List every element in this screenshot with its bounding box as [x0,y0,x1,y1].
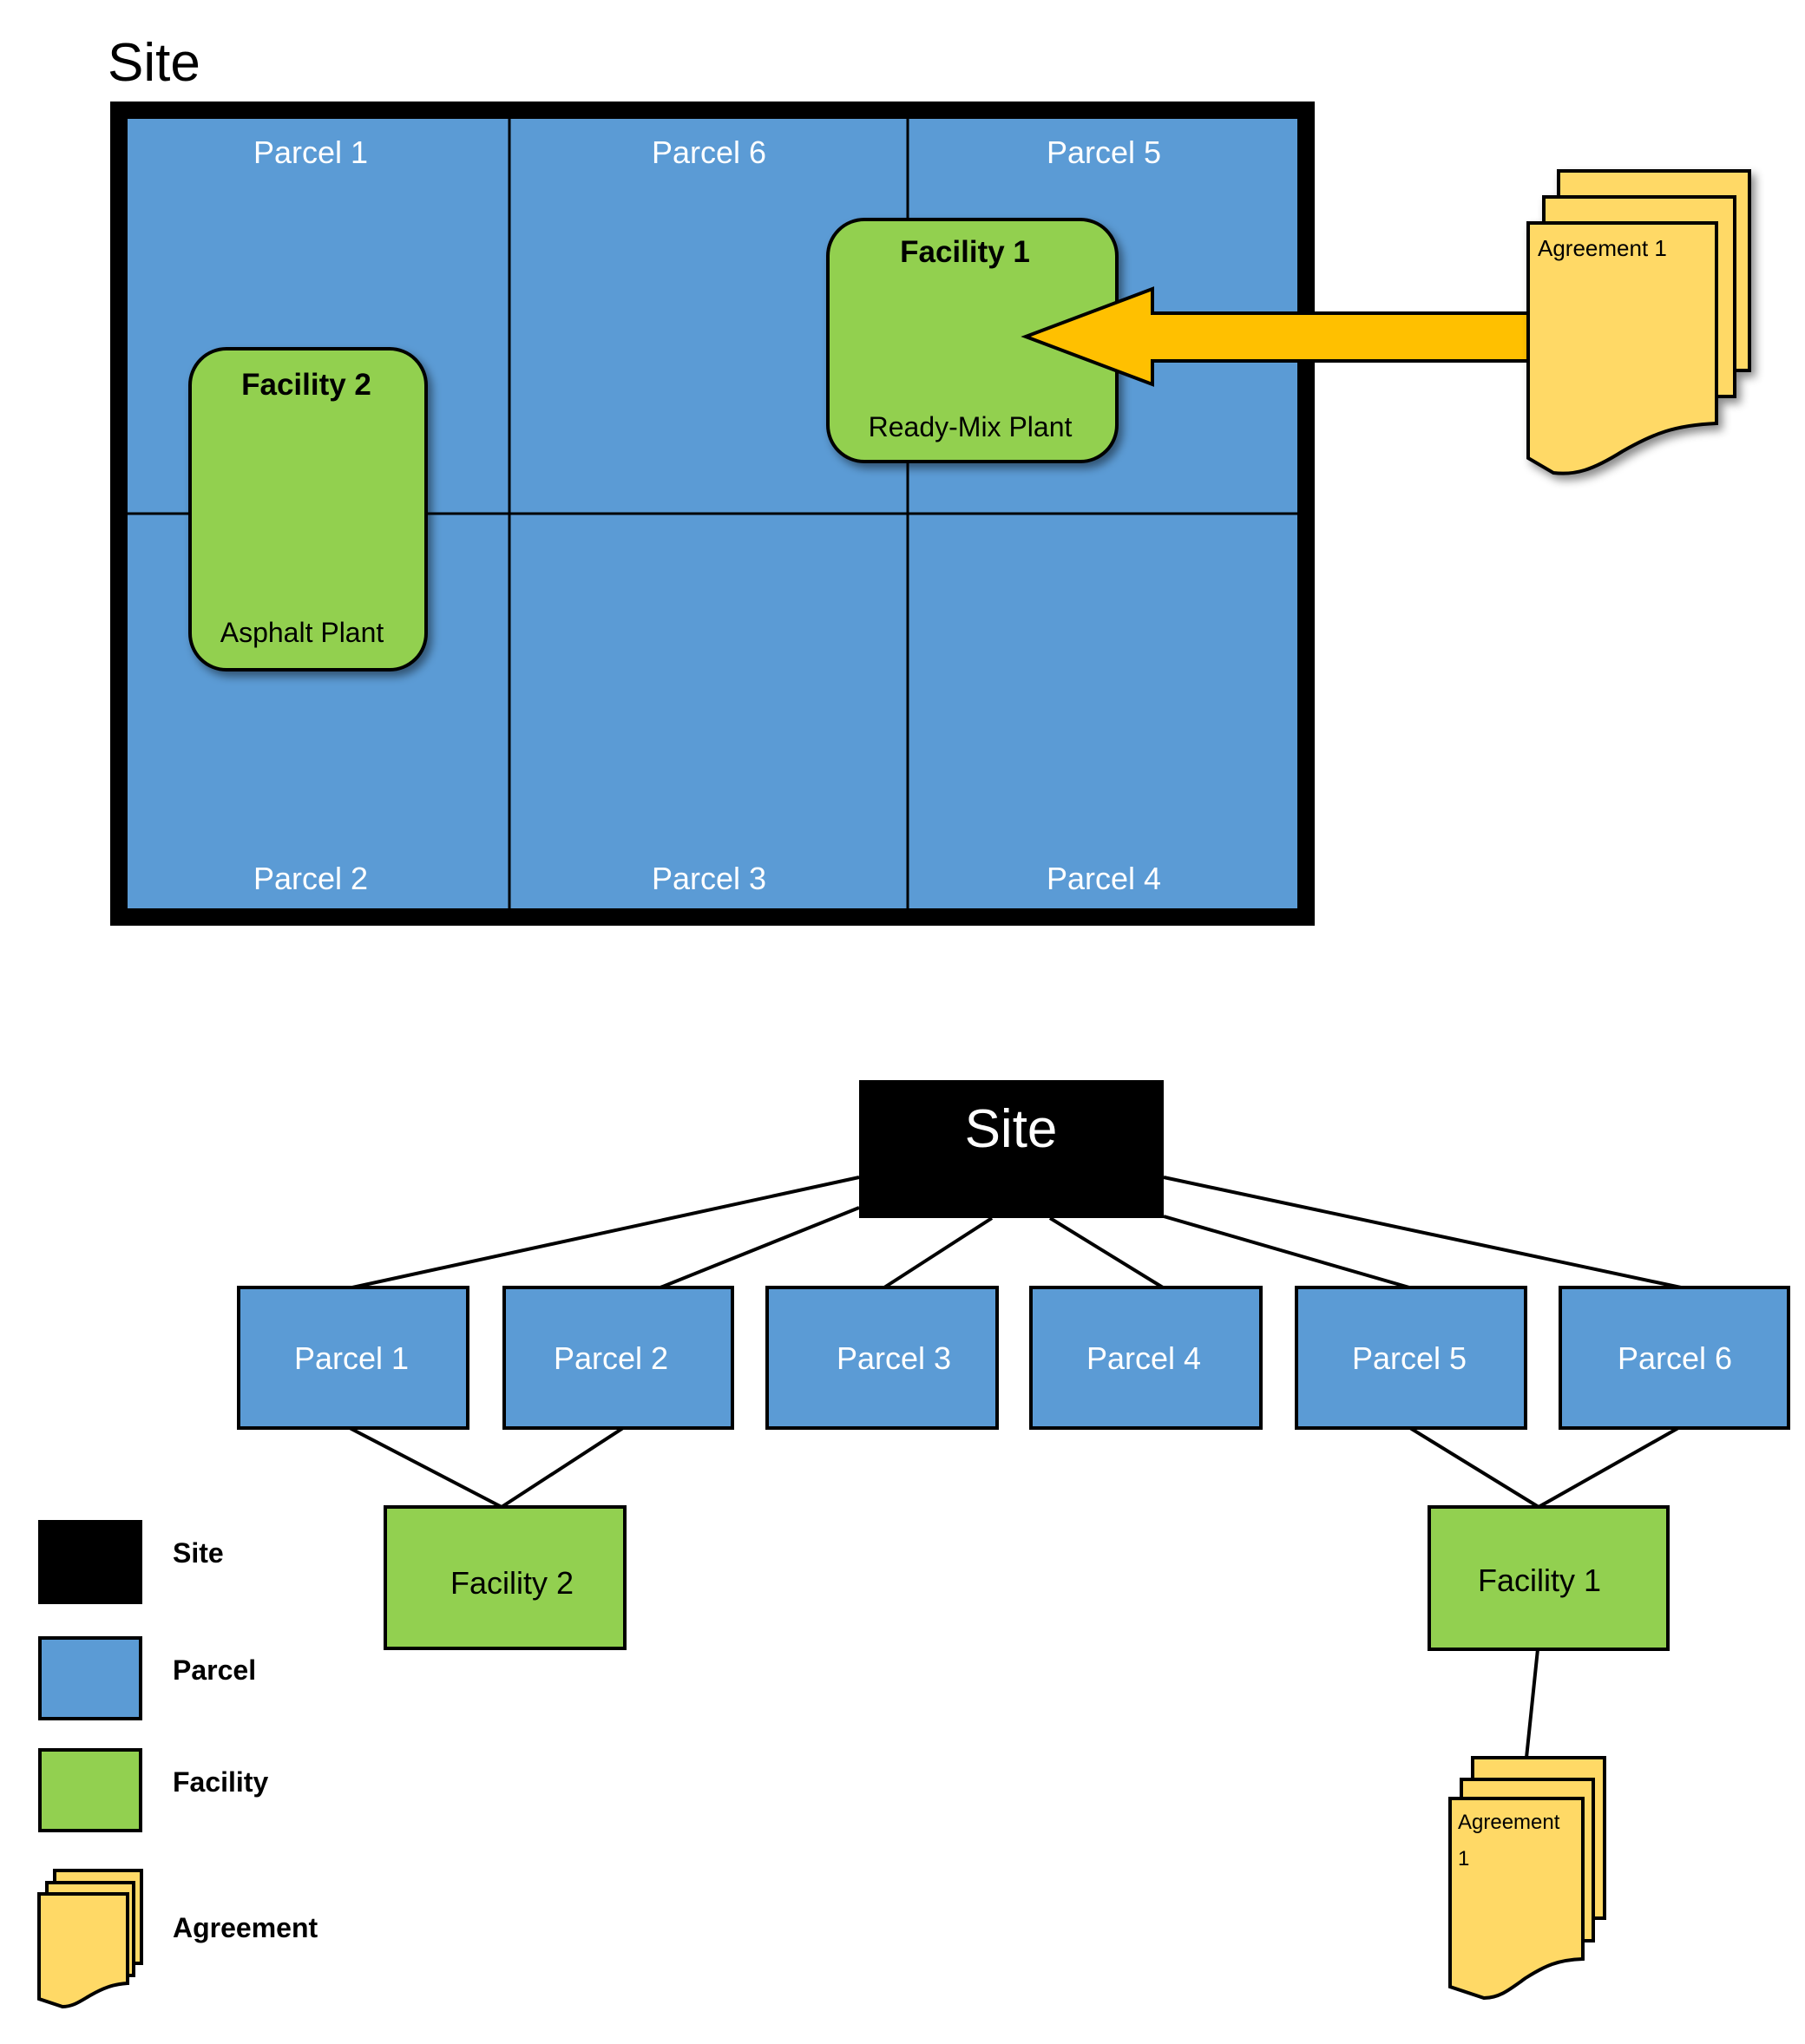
connector-site-parcel-5 [1163,1215,1410,1289]
map-parcel-label: Parcel 4 [1047,861,1161,896]
facility-shape [188,347,428,672]
legend-swatch-parcel [38,1636,142,1720]
hierarchy-facility-1[interactable]: Facility 1 [1428,1505,1670,1651]
legend-swatch-site [38,1520,142,1604]
parcel-node-box [237,1286,469,1430]
connector-parcel-2-facility-2 [500,1426,625,1509]
legend-label-parcel: Parcel [173,1654,256,1686]
connector-site-parcel-6 [1163,1176,1682,1289]
hierarchy-parcel-6[interactable]: Parcel 6 [1559,1286,1790,1430]
legend-label-agreement: Agreement [173,1912,318,1943]
map-agreement-1[interactable]: Agreement 1 [1526,169,1751,475]
legend-swatch-agreement-icon [37,1869,143,2009]
map-parcel-label: Parcel 2 [253,861,368,896]
map-parcel-label: Parcel 1 [253,134,368,170]
facility-type: Ready-Mix Plant [869,411,1073,442]
map-facility-2[interactable]: Facility 2 Asphalt Plant [188,347,428,672]
parcel-node-box [1029,1286,1263,1430]
parcel-node-box [502,1286,734,1430]
parcel-node-box [1559,1286,1790,1430]
facility-node-box [1428,1505,1670,1651]
connector-facility-1-agreement-1 [1525,1648,1539,1759]
agreement-label: Agreement 1 [1538,235,1667,261]
parcel-node-label: Parcel 4 [1086,1340,1201,1376]
legend-label-site: Site [173,1537,224,1569]
parcel-node-box [765,1286,999,1430]
agreement-label-line2: 1 [1458,1847,1469,1870]
legend-swatch-facility [38,1748,142,1832]
facility-node-label: Facility 1 [1478,1562,1601,1598]
facility-type: Asphalt Plant [220,617,384,648]
connector-parcel-1-facility-2 [349,1426,502,1509]
hierarchy-site-node[interactable]: Site [859,1080,1164,1218]
map-parcel-label: Parcel 3 [652,861,766,896]
connector-parcel-6-facility-1 [1538,1426,1679,1509]
document-page-front [1526,221,1718,475]
hierarchy-facility-2[interactable]: Facility 2 [384,1505,627,1650]
connector-site-parcel-2 [660,1206,860,1289]
facility-node-label: Facility 2 [450,1565,574,1601]
connector-site-parcel-1 [351,1176,860,1289]
document-page-front [1448,1797,1585,2001]
map-parcel-label: Parcel 6 [652,134,766,170]
hierarchy-parcel-3[interactable]: Parcel 3 [765,1286,999,1430]
connector-parcel-5-facility-1 [1408,1426,1540,1509]
map-parcel-label: Parcel 5 [1047,134,1161,170]
hierarchy-parcel-1[interactable]: Parcel 1 [237,1286,469,1430]
facility-name: Facility 1 [900,235,1030,269]
agreement-label-line1: Agreement [1458,1811,1560,1834]
facility-name: Facility 2 [241,368,371,402]
parcel-node-label: Parcel 6 [1618,1340,1732,1376]
hierarchy-connectors [349,1176,1682,1759]
legend-label-facility: Facility [173,1766,268,1798]
parcel-node-label: Parcel 1 [294,1340,409,1376]
parcel-node-label: Parcel 2 [554,1340,668,1376]
parcel-node-box [1295,1286,1527,1430]
site-node-box [859,1080,1164,1218]
facility-node-box [384,1505,627,1650]
hierarchy-parcel-4[interactable]: Parcel 4 [1029,1286,1263,1430]
hierarchy-parcel-2[interactable]: Parcel 2 [502,1286,734,1430]
parcel-node-label: Parcel 5 [1352,1340,1467,1376]
hierarchy-agreement-1[interactable]: Agreement 1 [1448,1756,1606,2001]
map-title: Site [108,33,200,93]
site-node-label: Site [965,1099,1058,1159]
hierarchy-parcel-5[interactable]: Parcel 5 [1295,1286,1527,1430]
connector-site-parcel-4 [1048,1216,1165,1289]
connector-site-parcel-3 [883,1216,994,1289]
parcel-node-label: Parcel 3 [837,1340,951,1376]
legend: Site Parcel Facility Agreement [37,1520,318,2009]
